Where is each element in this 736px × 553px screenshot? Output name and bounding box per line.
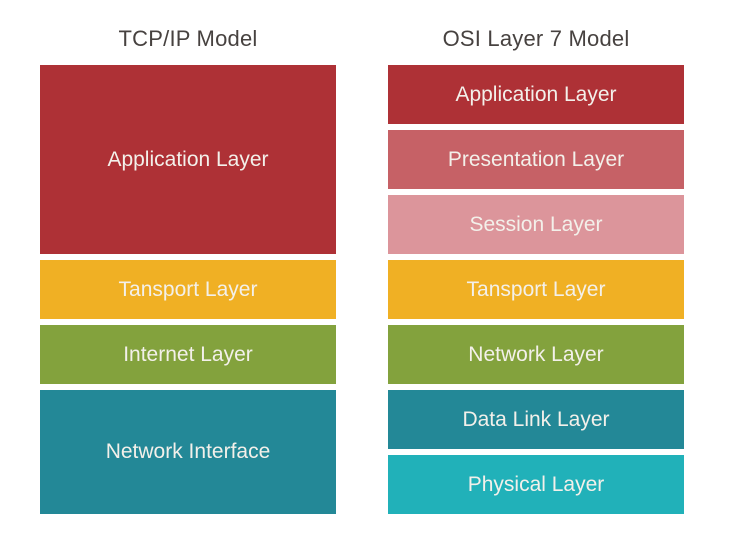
layer-label: Internet Layer [123,342,253,366]
osi-layer-session: Session Layer [388,195,684,254]
layer-label: Presentation Layer [447,147,625,171]
osi-model-column: OSI Layer 7 Model Application Layer Pres… [388,0,684,514]
tcpip-layer-stack: Application Layer Tansport Layer Interne… [40,65,336,514]
osi-layer-network: Network Layer [388,325,684,384]
osi-layer-application: Application Layer [388,65,684,124]
layer-label: Network Layer [468,342,604,366]
tcpip-layer-network-interface: Network Interface [40,390,336,514]
layer-label: Tansport Layer [118,277,258,301]
layer-label: Tansport Layer [466,277,606,301]
tcpip-layer-internet: Internet Layer [40,325,336,384]
layer-label: Application Layer [455,82,617,106]
tcpip-model-column: TCP/IP Model Application Layer Tansport … [40,0,336,514]
osi-layer-transport: Tansport Layer [388,260,684,319]
osi-layer-data-link: Data Link Layer [388,390,684,449]
tcpip-layer-application: Application Layer [40,65,336,254]
layer-label: Network Interface [105,440,271,463]
osi-layer-presentation: Presentation Layer [388,130,684,189]
osi-layer-physical: Physical Layer [388,455,684,514]
layer-label: Session Layer [469,212,603,236]
layer-label: Physical Layer [467,472,605,496]
osi-model-title: OSI Layer 7 Model [442,26,630,51]
layer-label: Data Link Layer [462,407,610,431]
tcpip-layer-transport: Tansport Layer [40,260,336,319]
osi-layer-stack: Application Layer Presentation Layer Ses… [388,65,684,514]
layer-label: Application Layer [107,147,269,171]
tcpip-model-title: TCP/IP Model [118,26,258,51]
